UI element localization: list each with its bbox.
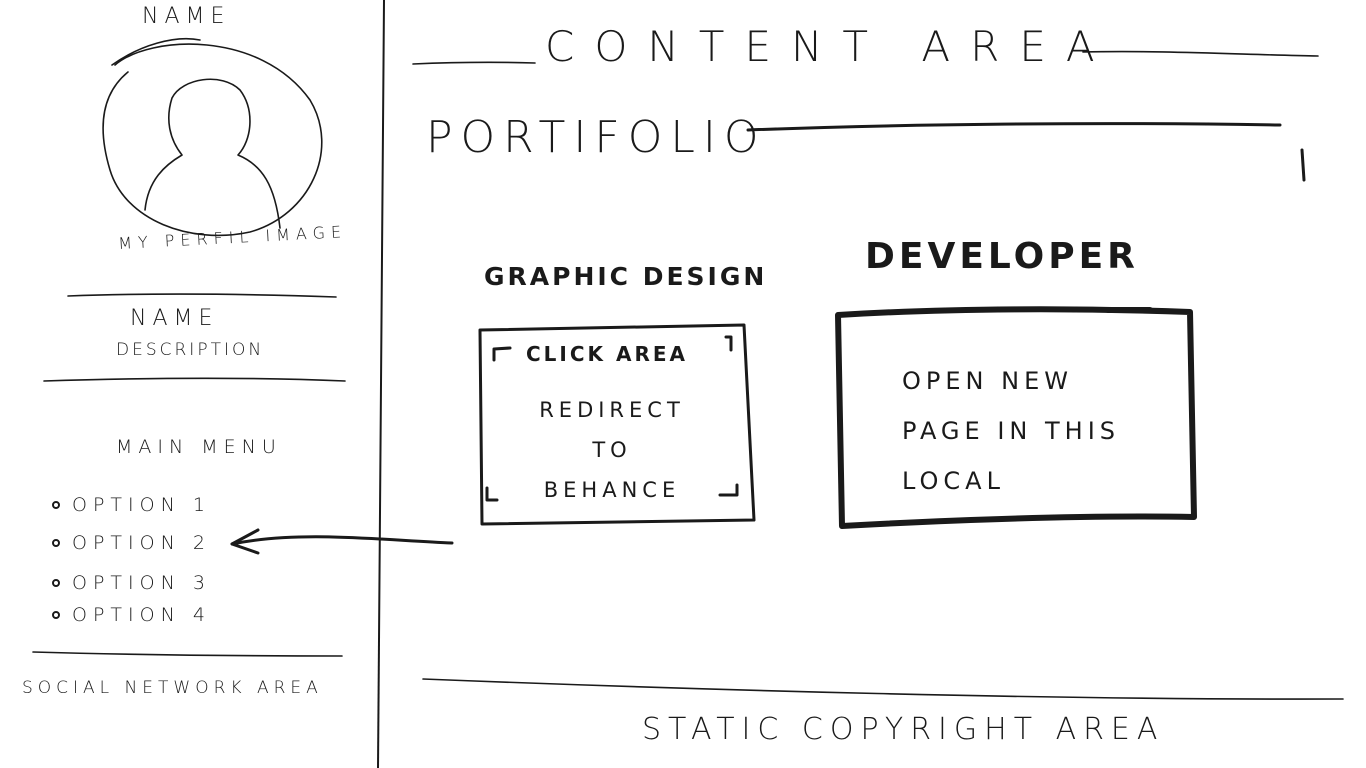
- developer-title: DEVELOPER: [865, 236, 1139, 277]
- menu-option-4[interactable]: OPTION 4: [52, 604, 211, 626]
- click-corner-bl: [485, 486, 499, 502]
- developer-box-outline: [835, 306, 1197, 529]
- graphic-design-title: GRAPHIC DESIGN: [484, 262, 768, 291]
- profile-description: DESCRIPTION: [116, 340, 265, 360]
- main-menu-title: MAIN MENU: [116, 436, 282, 458]
- arrow-to-option-2: [230, 535, 454, 546]
- click-corner-tr: [724, 335, 733, 352]
- sidebar-top-name: NAME: [142, 4, 231, 29]
- portfolio-title: PORTIFOLIO: [426, 112, 767, 163]
- menu-option-label: OPTION 3: [72, 572, 211, 594]
- menu-option-label: OPTION 2: [72, 532, 211, 554]
- bullet-icon: [52, 501, 60, 509]
- menu-option-label: OPTION 4: [72, 604, 211, 626]
- profile-name: NAME: [130, 306, 219, 331]
- content-header-line-left: [412, 61, 536, 65]
- avatar-silhouette-icon: [144, 78, 281, 229]
- developer-click-area[interactable]: OPEN NEW PAGE IN THIS LOCAL: [842, 316, 1192, 524]
- content-header-line-right: [1082, 50, 1319, 57]
- sidebar-divider: [377, 0, 385, 768]
- footer-line: [422, 678, 1344, 700]
- click-corner-tl: [492, 346, 512, 362]
- menu-option-2[interactable]: OPTION 2: [52, 532, 211, 554]
- graphic-design-click-area[interactable]: CLICK AREA REDIRECT TO BEHANCE: [482, 328, 752, 522]
- social-network-area[interactable]: SOCIAL NETWORK AREA: [22, 678, 323, 698]
- menu-option-3[interactable]: OPTION 3: [52, 572, 211, 594]
- content-area-header: CONTENT AREA: [545, 22, 1115, 71]
- sidebar-separator-3: [32, 651, 343, 657]
- bullet-icon: [52, 539, 60, 547]
- click-area-label: CLICK AREA: [526, 342, 689, 366]
- bullet-icon: [52, 611, 60, 619]
- portfolio-underline: [746, 122, 1282, 132]
- profile-arc: [111, 37, 201, 66]
- arrow-head-icon: [230, 528, 260, 555]
- graphic-design-box-text: REDIRECT TO BEHANCE: [539, 398, 685, 502]
- profile-circle: [102, 43, 323, 237]
- static-copyright-area: STATIC COPYRIGHT AREA: [642, 712, 1165, 747]
- developer-box-text: OPEN NEW PAGE IN THIS LOCAL: [902, 367, 1121, 495]
- graphic-design-box-outline: [478, 323, 756, 526]
- menu-option-1[interactable]: OPTION 1: [52, 494, 211, 516]
- sidebar-separator-2: [43, 377, 346, 382]
- menu-option-label: OPTION 1: [72, 494, 211, 516]
- bullet-icon: [52, 579, 60, 587]
- click-corner-br: [718, 483, 739, 497]
- sidebar-separator-1: [67, 293, 337, 298]
- portfolio-tick: [1300, 148, 1306, 182]
